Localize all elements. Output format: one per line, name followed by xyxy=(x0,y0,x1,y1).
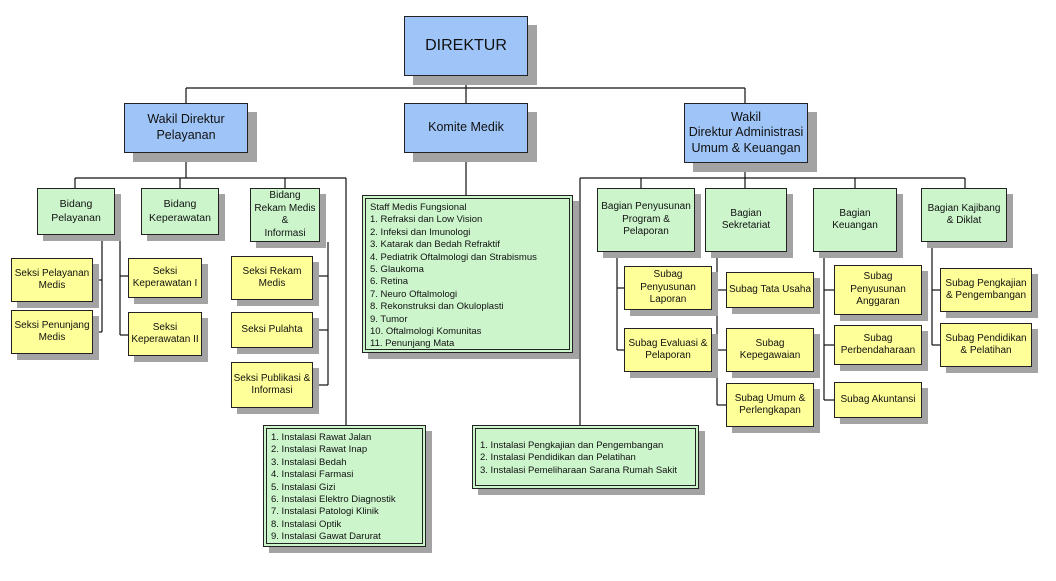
list-item: 7. Instalasi Patologi Klinik xyxy=(271,506,379,518)
subag-pendidikan-pelatihan-box: Subag Pendidikan & Pelatihan xyxy=(940,323,1032,367)
list-item: 1. Instalasi Pengkajian dan Pengembangan xyxy=(480,440,664,451)
list-item: 10. Oftalmologi Komunitas xyxy=(370,326,482,338)
subag-tata-usaha-box: Subag Tata Usaha xyxy=(726,272,814,308)
staff-medis-fungsional-box: Staff Medis Fungsional 1. Refraksi dan L… xyxy=(362,195,573,353)
seksi-penunjang-medis-box: Seksi Penunjang Medis xyxy=(11,310,93,354)
bidang-rekam-medis-box: Bidang Rekam Medis & Informasi xyxy=(250,188,320,242)
list-item: 1. Instalasi Rawat Jalan xyxy=(271,432,372,443)
list-item: 6. Instalasi Elektro Diagnostik xyxy=(271,494,396,506)
subag-umum-perlengkapan-box: Subag Umum & Perlengkapan xyxy=(726,383,814,427)
list-item: 4. Instalasi Farmasi xyxy=(271,469,354,481)
wakil-direktur-administrasi-box: Wakil Direktur Administrasi Umum & Keuan… xyxy=(684,103,808,163)
list-item: 2. Instalasi Rawat Inap xyxy=(271,444,368,456)
staff-medis-list: 1. Refraksi dan Low Vision 2. Infeksi da… xyxy=(370,214,565,350)
bidang-pelayanan-box: Bidang Pelayanan xyxy=(37,188,115,235)
staff-medis-title: Staff Medis Fungsional xyxy=(370,202,467,213)
subag-penyusunan-laporan-box: Subag Penyusunan Laporan xyxy=(624,266,712,310)
bidang-keperawatan-box: Bidang Keperawatan xyxy=(141,188,219,235)
list-item: 3. Instalasi Bedah xyxy=(271,456,347,468)
instalasi-pelayanan-list: 1. Instalasi Rawat Jalan 2. Instalasi Ra… xyxy=(271,432,418,544)
list-item: 9. Tumor xyxy=(370,313,408,325)
subag-penyusunan-anggaran-box: Subag Penyusunan Anggaran xyxy=(834,265,922,315)
instalasi-pelayanan-box: 1. Instalasi Rawat Jalan 2. Instalasi Ra… xyxy=(263,425,426,547)
subag-pengkajian-pengembangan-box: Subag Pengkajian & Pengembangan xyxy=(940,268,1032,312)
list-item: 5. Glaukoma xyxy=(370,264,424,276)
instalasi-administrasi-list: 1. Instalasi Pengkajian dan Pengembangan… xyxy=(480,440,691,477)
list-item: 9. Instalasi Gawat Darurat xyxy=(271,531,381,543)
komite-medik-box: Komite Medik xyxy=(404,103,528,153)
list-item: 8. Rekonstruksi dan Okuloplasti xyxy=(370,301,504,313)
list-item: 5. Instalasi Gizi xyxy=(271,481,336,493)
seksi-pelayanan-medis-box: Seksi Pelayanan Medis xyxy=(11,258,93,302)
list-item: 11. Penunjang Mata xyxy=(370,338,455,350)
subag-evaluasi-pelaporan-box: Subag Evaluasi & Pelaporan xyxy=(624,328,712,372)
bagian-kajibang-diklat-box: Bagian Kajibang & Diklat xyxy=(921,188,1007,242)
list-item: 7. Neuro Oftalmologi xyxy=(370,288,458,300)
seksi-publikasi-informasi-box: Seksi Publikasi & Informasi xyxy=(231,362,313,408)
subag-akuntansi-box: Subag Akuntansi xyxy=(834,382,922,418)
seksi-pulahta-box: Seksi Pulahta xyxy=(231,312,313,348)
bagian-penyusunan-program-box: Bagian Penyusunan Program & Pelaporan xyxy=(597,188,695,252)
list-item: 3. Instalasi Pemeliharaan Sarana Rumah S… xyxy=(480,464,677,476)
list-item: 2. Infeksi dan Imunologi xyxy=(370,226,471,238)
list-item: 6. Retina xyxy=(370,276,409,288)
list-item: 3. Katarak dan Bedah Refraktif xyxy=(370,239,500,251)
bagian-sekretariat-box: Bagian Sekretariat xyxy=(705,188,787,252)
bagian-keuangan-box: Bagian Keuangan xyxy=(813,188,897,252)
subag-kepegawaian-box: Subag Kepegawaian xyxy=(726,328,814,372)
wakil-direktur-pelayanan-box: Wakil Direktur Pelayanan xyxy=(124,103,248,153)
list-item: 1. Refraksi dan Low Vision xyxy=(370,214,483,226)
list-item: 4. Pediatrik Oftalmologi dan Strabismus xyxy=(370,251,537,263)
list-item: 8. Instalasi Optik xyxy=(271,518,342,530)
direktur-box: DIREKTUR xyxy=(404,16,528,76)
subag-perbendaharaan-box: Subag Perbendaharaan xyxy=(834,325,922,365)
seksi-keperawatan-1-box: Seksi Keperawatan I xyxy=(128,258,202,298)
seksi-keperawatan-2-box: Seksi Keperawatan II xyxy=(128,312,202,356)
list-item: 2. Instalasi Pendidikan dan Pelatihan xyxy=(480,452,636,464)
seksi-rekam-medis-box: Seksi Rekam Medis xyxy=(231,256,313,300)
instalasi-administrasi-box: 1. Instalasi Pengkajian dan Pengembangan… xyxy=(472,425,699,489)
